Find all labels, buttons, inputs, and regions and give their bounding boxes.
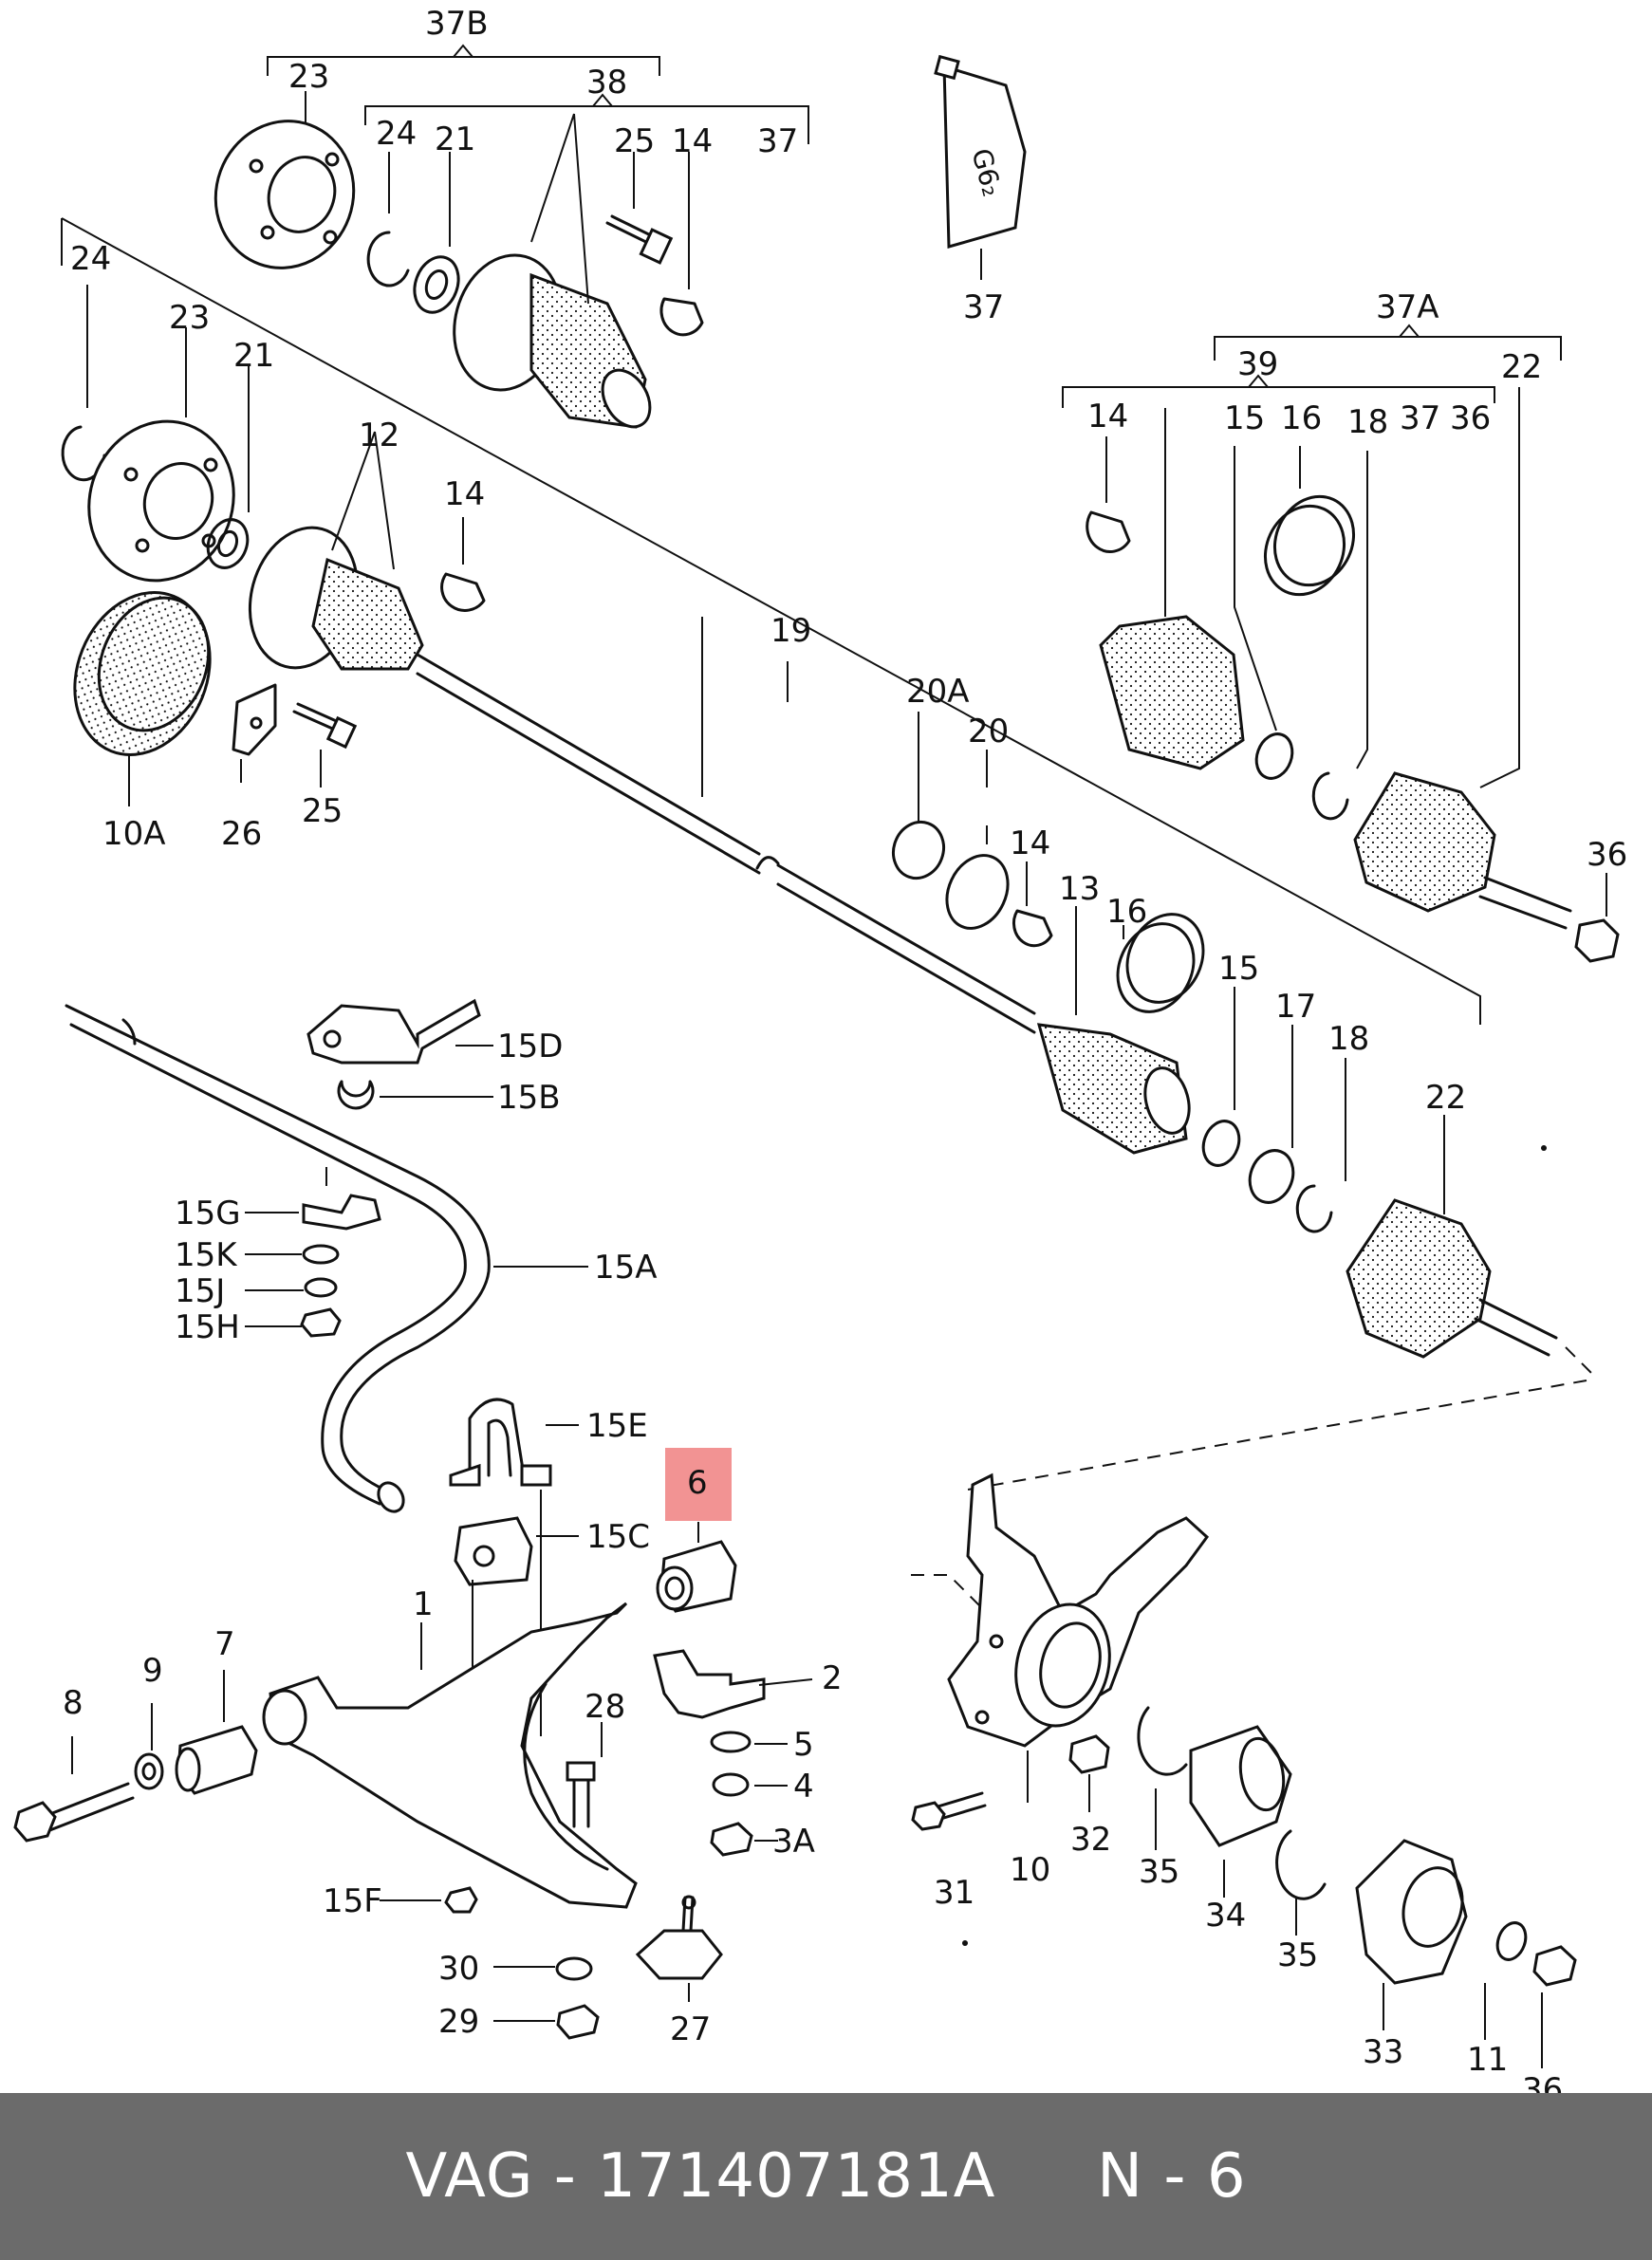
label-14-mid: 14 [1010, 824, 1050, 862]
label-24-left: 24 [70, 240, 111, 278]
label-26: 26 [221, 815, 262, 853]
flange-part-23-top [213, 120, 356, 269]
label-37b: 37B [425, 5, 489, 43]
label-11: 11 [1467, 2041, 1508, 2079]
callout-labels: 37B 23 38 24 21 25 14 37 24 23 21 12 14 … [63, 5, 1627, 2093]
label-22-right: 22 [1501, 348, 1542, 386]
label-34: 34 [1205, 1897, 1246, 1935]
part-number-footer: VAG - 171407181A N - 6 [0, 2093, 1652, 2260]
label-25-top: 25 [614, 122, 655, 160]
label-3a: 3A [772, 1823, 815, 1861]
label-36-bottom: 36 [1522, 2071, 1563, 2093]
highlight-box [665, 1448, 732, 1521]
label-23-left: 23 [169, 299, 210, 337]
label-4: 4 [793, 1768, 814, 1806]
label-38: 38 [586, 64, 627, 102]
label-35-left: 35 [1139, 1853, 1179, 1891]
label-36-right: 36 [1450, 399, 1491, 437]
label-30: 30 [438, 1950, 479, 1988]
label-7: 7 [214, 1625, 235, 1663]
label-14-right: 14 [1087, 398, 1128, 435]
label-2: 2 [822, 1659, 843, 1697]
label-25-left: 25 [302, 792, 343, 830]
label-5: 5 [793, 1726, 814, 1764]
label-27: 27 [670, 2010, 711, 2048]
label-21-left: 21 [233, 337, 274, 375]
label-20: 20 [968, 713, 1009, 750]
part-number-text: VAG - 171407181A N - 6 [405, 2141, 1247, 2212]
grease-and-outer-joint-group: G6₂ [934, 54, 1620, 963]
upper-driveshaft-group [61, 44, 1595, 1491]
label-15c: 15C [586, 1518, 650, 1556]
label-14-left: 14 [444, 475, 485, 513]
label-29: 29 [438, 2003, 479, 2041]
label-6: 6 [687, 1464, 708, 1502]
label-15k: 15K [175, 1236, 238, 1274]
label-28: 28 [585, 1688, 625, 1726]
highlighted-part-6 [656, 1448, 737, 1613]
label-22-mid: 22 [1425, 1079, 1466, 1117]
label-15g: 15G [175, 1195, 241, 1232]
label-15-mid: 15 [1218, 950, 1259, 988]
label-1: 1 [413, 1585, 434, 1623]
label-20a: 20A [906, 673, 970, 711]
label-8: 8 [63, 1684, 84, 1722]
label-36-mid: 36 [1587, 836, 1627, 874]
label-13: 13 [1059, 870, 1100, 908]
label-15f: 15F [323, 1882, 382, 1920]
label-37-right: 37 [1400, 399, 1440, 437]
stabilizer-group [65, 998, 588, 1736]
label-33: 33 [1363, 2033, 1403, 2071]
label-15a: 15A [594, 1249, 658, 1287]
label-18-right: 18 [1347, 403, 1388, 441]
label-15-right: 15 [1224, 399, 1265, 437]
label-24-top: 24 [376, 115, 417, 153]
label-9: 9 [142, 1652, 163, 1690]
label-35-right: 35 [1277, 1936, 1318, 1974]
label-10a: 10A [102, 815, 166, 853]
label-32: 32 [1070, 1821, 1111, 1859]
label-37-top: 37 [757, 122, 798, 160]
label-14-top: 14 [672, 122, 713, 160]
exploded-parts-diagram: G6₂ [13, 5, 1627, 2093]
label-37-tube: 37 [963, 288, 1004, 326]
control-arm-group [13, 1602, 813, 2040]
label-15b: 15B [497, 1079, 561, 1117]
label-21-top: 21 [435, 120, 475, 158]
label-37a: 37A [1376, 288, 1439, 326]
label-16-right: 16 [1281, 399, 1322, 437]
label-15d: 15D [497, 1028, 563, 1065]
label-19: 19 [770, 612, 811, 650]
hub-knuckle-group [911, 1473, 1577, 2068]
label-12: 12 [359, 417, 399, 454]
label-15e: 15E [586, 1407, 648, 1445]
label-15j: 15J [175, 1272, 225, 1310]
label-17: 17 [1275, 988, 1316, 1026]
label-10: 10 [1010, 1851, 1050, 1889]
label-31: 31 [934, 1874, 974, 1912]
label-23-top: 23 [288, 58, 329, 96]
label-39: 39 [1237, 345, 1278, 383]
label-15h: 15H [175, 1308, 240, 1346]
label-18-mid: 18 [1328, 1020, 1369, 1058]
label-16-mid: 16 [1106, 893, 1147, 931]
